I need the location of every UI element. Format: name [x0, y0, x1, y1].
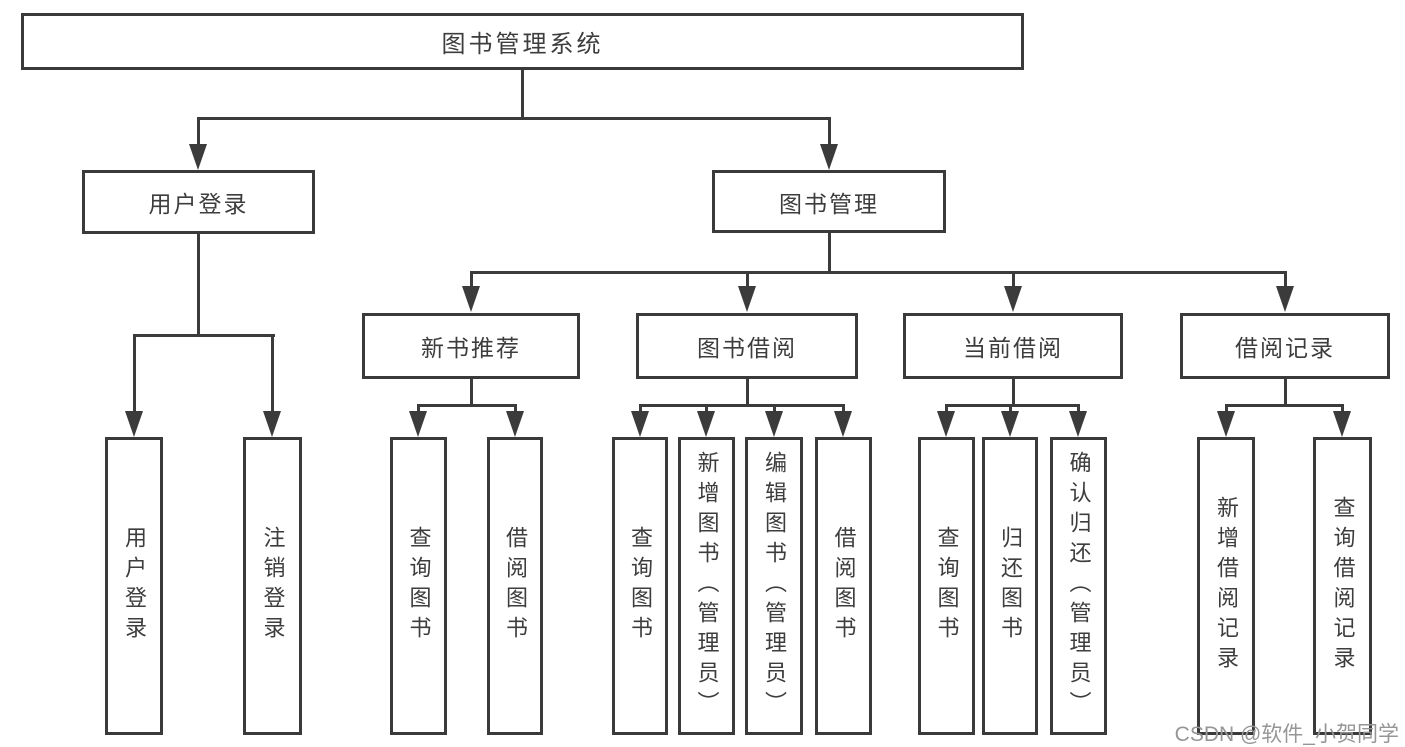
- node-label: 查询图书: [406, 526, 432, 646]
- connector-line: [828, 233, 831, 274]
- connector-line: [746, 271, 749, 292]
- connector-line: [705, 404, 708, 416]
- connector-line: [470, 271, 1287, 274]
- node-library-management-system: 图书管理系统: [21, 13, 1024, 70]
- connector-line: [133, 334, 136, 416]
- connector-line: [417, 404, 420, 416]
- arrowhead-down-icon: [409, 411, 427, 437]
- arrowhead-down-icon: [697, 411, 715, 437]
- arrowhead-down-icon: [506, 411, 524, 437]
- connector-line: [1284, 379, 1287, 407]
- node-user-login: 用户登录: [82, 170, 315, 234]
- leaf-borrowing-add-book-admin: 新增图书（管理员）: [678, 437, 735, 735]
- connector-line: [1012, 271, 1015, 292]
- node-label: 图书管理系统: [441, 31, 604, 58]
- connector-line: [1284, 271, 1287, 292]
- node-label: 图书借阅: [697, 335, 797, 361]
- arrowhead-down-icon: [1276, 286, 1294, 312]
- connector-line: [746, 379, 749, 407]
- node-label: 新书推荐: [421, 335, 521, 361]
- node-label: 当前借阅: [963, 335, 1063, 361]
- node-book-management: 图书管理: [712, 170, 946, 233]
- connector-line: [945, 404, 948, 416]
- node-label: 用户登录: [122, 526, 147, 646]
- node-borrowing-records: 借阅记录: [1180, 313, 1390, 379]
- leaf-current-query-book: 查询图书: [918, 437, 975, 735]
- node-label: 查询图书: [628, 526, 653, 646]
- arrowhead-down-icon: [462, 286, 480, 312]
- connector-line: [197, 117, 200, 150]
- connector-line: [521, 70, 524, 120]
- node-label: 借阅记录: [1235, 335, 1335, 361]
- node-label: 编辑图书（管理员）: [762, 451, 787, 721]
- node-book-borrowing: 图书借阅: [636, 313, 858, 379]
- arrowhead-down-icon: [189, 144, 207, 170]
- leaf-recommend-query-book: 查询图书: [390, 437, 447, 735]
- connector-line: [271, 334, 274, 416]
- connector-line: [1341, 404, 1344, 416]
- connector-line: [1012, 379, 1015, 407]
- arrowhead-down-icon: [1001, 411, 1019, 437]
- arrowhead-down-icon: [820, 144, 838, 170]
- leaf-records-add-record: 新增借阅记录: [1197, 437, 1255, 735]
- node-label: 借阅图书: [503, 526, 528, 646]
- connector-line: [1077, 404, 1080, 416]
- leaf-logout: 注销登录: [243, 437, 302, 735]
- connector-line: [1225, 404, 1228, 416]
- arrowhead-down-icon: [1333, 411, 1351, 437]
- node-current-borrowing: 当前借阅: [903, 313, 1123, 379]
- watermark-text: CSDN @软件_小贺同学: [1174, 723, 1399, 746]
- connector-line: [945, 404, 1080, 407]
- arrowhead-down-icon: [765, 411, 783, 437]
- arrowhead-down-icon: [1217, 411, 1235, 437]
- connector-line: [197, 234, 200, 337]
- connector-line: [514, 404, 517, 416]
- arrowhead-down-icon: [738, 286, 756, 312]
- leaf-borrowing-edit-book-admin: 编辑图书（管理员）: [745, 437, 803, 735]
- connector-line: [639, 404, 845, 407]
- leaf-current-confirm-return-admin: 确认归还（管理员）: [1050, 437, 1107, 735]
- connector-line: [197, 117, 831, 120]
- node-label: 图书管理: [779, 190, 879, 217]
- leaf-current-return-book: 归还图书: [982, 437, 1038, 735]
- leaf-borrowing-borrow-book: 借阅图书: [815, 437, 872, 735]
- node-label: 查询图书: [934, 526, 960, 646]
- arrowhead-down-icon: [125, 411, 143, 437]
- arrowhead-down-icon: [834, 411, 852, 437]
- node-label: 归还图书: [998, 526, 1023, 646]
- arrowhead-down-icon: [263, 411, 281, 437]
- node-label: 确认归还（管理员）: [1066, 451, 1092, 721]
- arrowhead-down-icon: [937, 411, 955, 437]
- leaf-user-login: 用户登录: [105, 437, 163, 735]
- node-label: 新增图书（管理员）: [694, 451, 720, 721]
- connector-line: [1009, 404, 1012, 416]
- connector-line: [470, 379, 473, 407]
- node-label: 查询借阅记录: [1330, 496, 1356, 676]
- arrowhead-down-icon: [1004, 286, 1022, 312]
- arrowhead-down-icon: [1069, 411, 1087, 437]
- connector-line: [1225, 404, 1344, 407]
- leaf-borrowing-query-book: 查询图书: [612, 437, 668, 735]
- node-label: 借阅图书: [831, 526, 857, 646]
- connector-line: [828, 117, 831, 150]
- connector-line: [470, 271, 473, 292]
- connector-line: [639, 404, 642, 416]
- node-label: 注销登录: [260, 526, 286, 646]
- node-label: 新增借阅记录: [1214, 496, 1239, 676]
- arrowhead-down-icon: [631, 411, 649, 437]
- connector-line: [133, 334, 275, 337]
- leaf-recommend-borrow-book: 借阅图书: [487, 437, 543, 735]
- node-label: 用户登录: [148, 191, 249, 217]
- leaf-records-query-record: 查询借阅记录: [1313, 437, 1372, 735]
- connector-line: [842, 404, 845, 416]
- connector-line: [773, 404, 776, 416]
- node-new-book-recommendation: 新书推荐: [362, 313, 580, 379]
- connector-line: [417, 404, 517, 407]
